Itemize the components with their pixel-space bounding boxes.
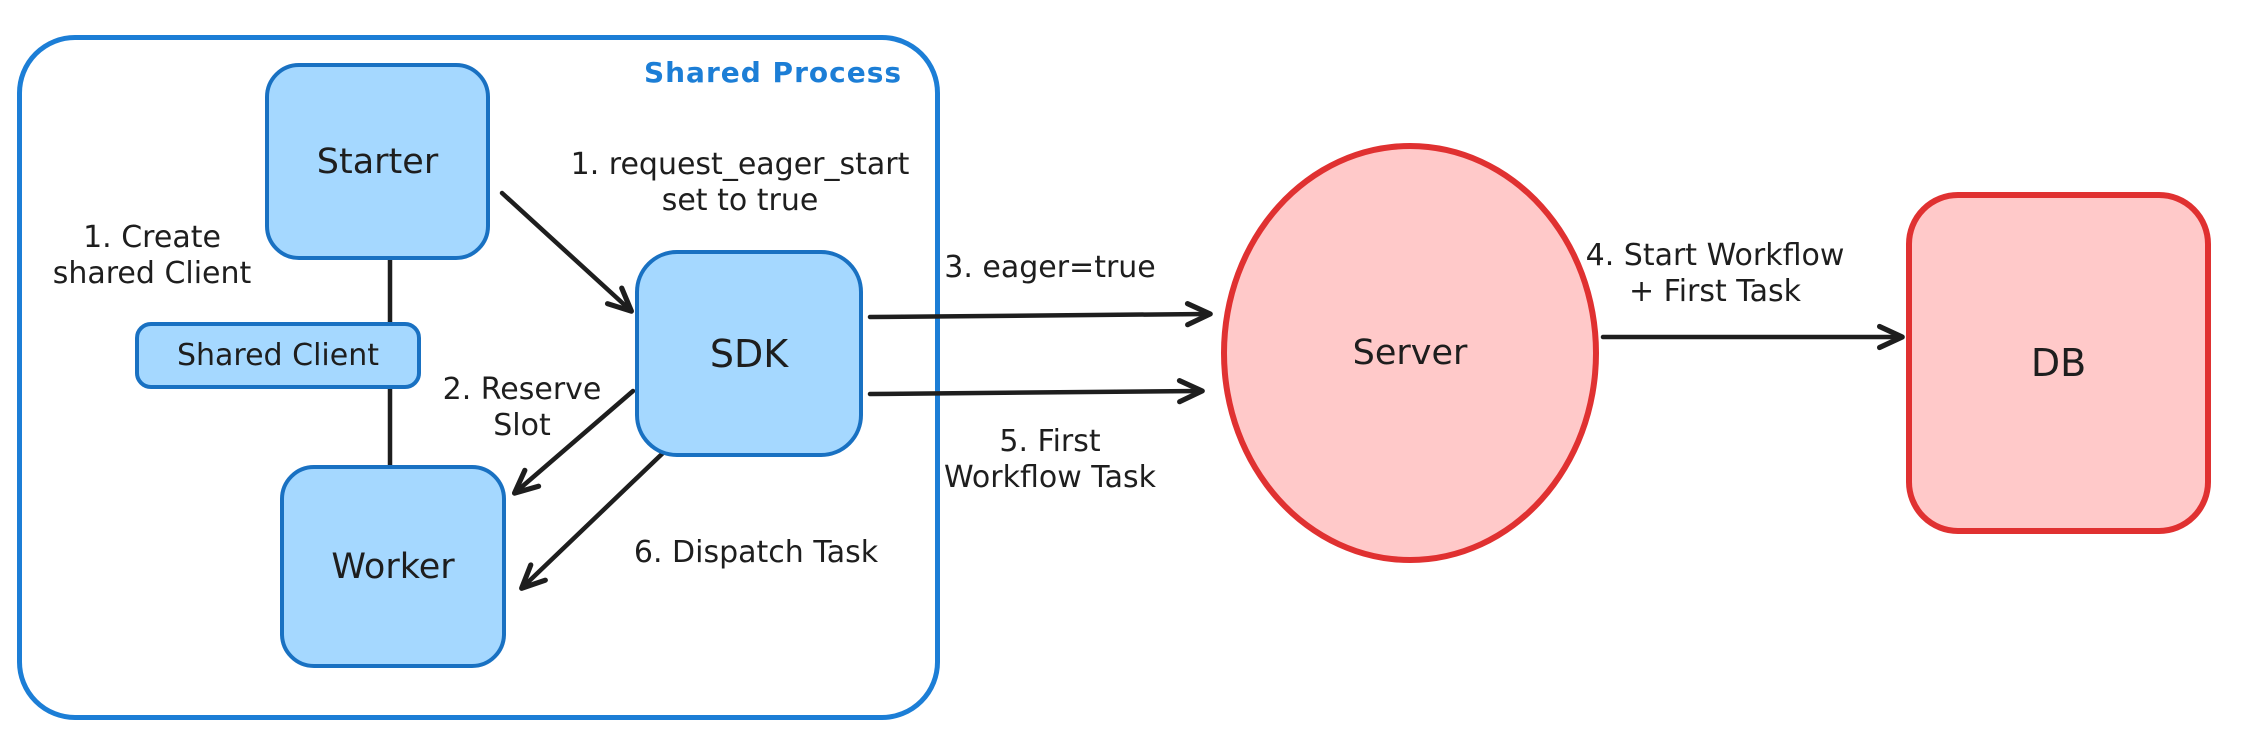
sdk-node-label: SDK (709, 331, 789, 376)
sdk-node: SDK (635, 250, 863, 457)
server-node: Server (1221, 143, 1599, 563)
worker-node-label: Worker (331, 546, 455, 587)
shared-process-container (17, 35, 940, 720)
shared-client-node: Shared Client (135, 322, 421, 389)
worker-node: Worker (280, 465, 506, 668)
db-node: DB (1906, 192, 2211, 534)
starter-node-label: Starter (316, 141, 439, 182)
label-create-shared-client: 1. Create shared Client (52, 220, 252, 291)
shared-client-node-label: Shared Client (176, 338, 379, 373)
label-eager-true: 3. eager=true (944, 250, 1156, 285)
label-start-workflow-first-task: 4. Start Workflow + First Task (1585, 238, 1845, 309)
label-first-workflow-task: 5. First Workflow Task (943, 424, 1157, 495)
shared-process-label: Shared Process (643, 56, 903, 89)
db-node-label: DB (2030, 341, 2087, 385)
server-node-label: Server (1352, 333, 1468, 373)
label-request-eager-start: 1. request_eager_start set to true (570, 147, 910, 218)
label-reserve-slot: 2. Reserve Slot (442, 372, 602, 443)
starter-node: Starter (265, 63, 490, 260)
label-dispatch-task: 6. Dispatch Task (633, 535, 879, 570)
